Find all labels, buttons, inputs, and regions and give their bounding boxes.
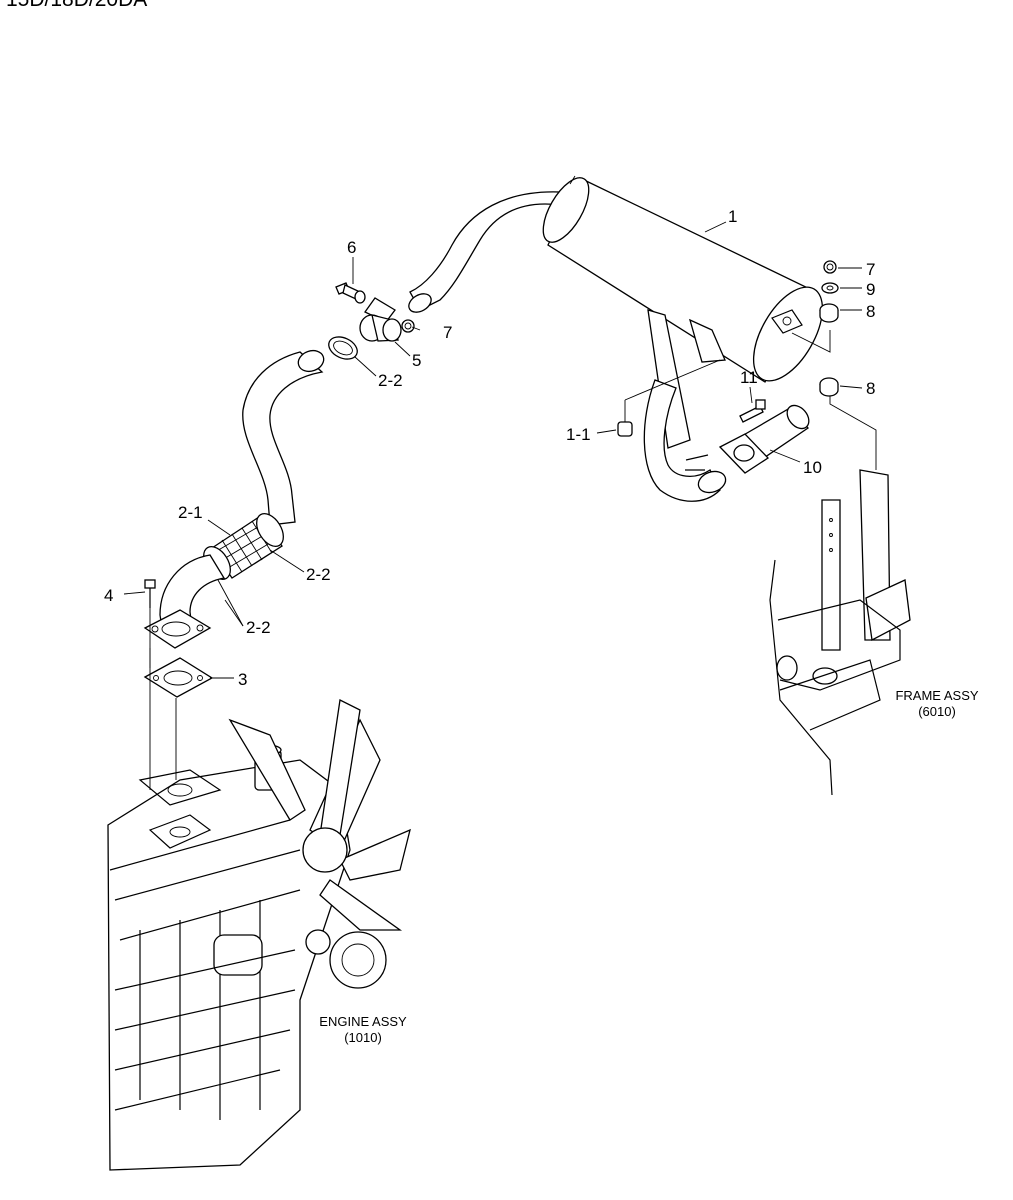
callout-3: 3 (238, 670, 247, 689)
callout-4: 4 (104, 586, 113, 605)
callout-2-2-top: 2-2 (378, 371, 403, 390)
callout-2-1: 2-1 (178, 503, 203, 522)
callout-5: 5 (412, 351, 421, 370)
callout-6: 6 (347, 238, 356, 257)
callout-2-2-mid: 2-2 (306, 565, 331, 584)
clamp-5 (359, 297, 402, 342)
tail-pipe (718, 404, 810, 474)
engine-assy-code: (1010) (344, 1030, 382, 1045)
frame-assembly (769, 460, 911, 796)
callout-2-2-low: 2-2 (246, 618, 271, 637)
nut-7-right (823, 260, 837, 274)
callout-7-left: 7 (443, 323, 452, 342)
flange (143, 609, 212, 649)
washer-9 (821, 282, 839, 294)
clamp-2-2-top (328, 336, 358, 360)
callout-8-upper: 8 (866, 302, 875, 321)
bolt-6 (335, 282, 366, 304)
callout-7-right: 7 (866, 260, 875, 279)
callout-1: 1 (728, 207, 737, 226)
callout-8-lower: 8 (866, 379, 875, 398)
exhaust-pipe-2 (242, 349, 325, 526)
callout-leaders (123, 221, 863, 679)
engine-assembly (107, 699, 411, 1171)
model-code: 15D/18D/20DA (6, 0, 147, 12)
nut-7-left (401, 319, 415, 333)
mount-8-upper (819, 303, 839, 323)
callout-11: 11 (740, 368, 758, 387)
callout-10: 10 (803, 458, 822, 477)
nut-1-1 (617, 359, 721, 437)
bolt-11 (739, 399, 766, 423)
engine-assy-name: ENGINE ASSY (319, 1014, 407, 1029)
callout-1-1: 1-1 (566, 425, 591, 444)
frame-assy-name: FRAME ASSY (895, 688, 978, 703)
muffler (408, 175, 824, 502)
frame-assy-code: (6010) (918, 704, 956, 719)
bolt-4 (144, 579, 156, 790)
gasket-3 (143, 657, 214, 698)
mount-8-lower (819, 377, 839, 397)
callout-9: 9 (866, 280, 875, 299)
